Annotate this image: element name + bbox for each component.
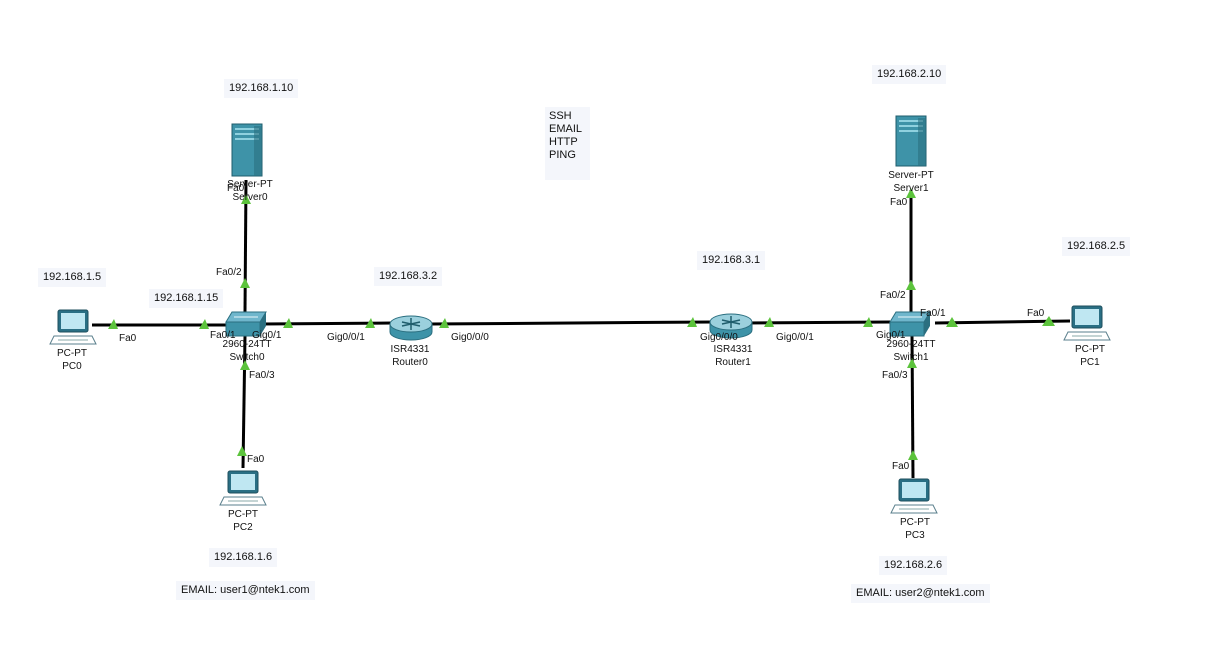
- port-label: Fa0: [892, 461, 910, 472]
- router1-name: Router1: [715, 357, 751, 368]
- link-up-indicator: [237, 446, 247, 456]
- router1-model: ISR4331: [714, 344, 753, 355]
- switch1[interactable]: [889, 311, 931, 337]
- router0[interactable]: [389, 315, 433, 341]
- pc3-ip-note: 192.168.2.6: [879, 556, 948, 575]
- link-up-indicator: [764, 317, 774, 327]
- server1-name: Server1: [893, 183, 928, 194]
- pc3[interactable]: [890, 478, 938, 514]
- port-label: Fa0: [119, 333, 137, 344]
- services-note: SSH EMAIL HTTP PING: [545, 107, 591, 180]
- switch1-name: Switch1: [893, 352, 928, 363]
- port-label: Fa0: [247, 454, 265, 465]
- port-label: Gig0/0/0: [451, 332, 489, 343]
- link-up-indicator: [108, 319, 118, 329]
- link-up-indicator: [439, 318, 449, 328]
- pc1-name: PC1: [1080, 357, 1100, 368]
- link-up-indicator: [283, 318, 293, 328]
- pc0[interactable]: [49, 309, 97, 345]
- server0-name: Server0: [232, 192, 267, 203]
- switch0-ip-note: 192.168.1.15: [149, 289, 224, 308]
- pc3-model: PC-PT: [900, 517, 930, 528]
- link-up-indicator: [946, 317, 958, 327]
- port-label: Gig0/1: [252, 330, 282, 341]
- router0-model: ISR4331: [391, 344, 430, 355]
- link-up-indicator: [908, 450, 918, 460]
- link-router0-router1[interactable]: [429, 320, 714, 326]
- pc1-ip-note: 192.168.2.5: [1062, 237, 1131, 256]
- server0-model: Server-PT: [227, 179, 273, 190]
- link-up-indicator: [199, 319, 209, 329]
- link-up-indicator: [240, 278, 250, 288]
- router1-ip-note: 192.168.3.1: [697, 251, 766, 270]
- port-label: Gig0/1: [876, 330, 906, 341]
- link-switch0-pc2[interactable]: [241, 335, 247, 469]
- switch1-model: 2960-24TT: [887, 339, 936, 350]
- pc0-name: PC0: [62, 361, 82, 372]
- router0-name: Router0: [392, 357, 428, 368]
- pc0-model: PC-PT: [57, 348, 87, 359]
- link-up-indicator: [906, 280, 916, 290]
- router0-ip-note: 192.168.3.2: [374, 267, 443, 286]
- server0-ip-note: 192.168.1.10: [224, 79, 299, 98]
- link-up-indicator: [687, 317, 697, 327]
- switch0[interactable]: [225, 311, 267, 337]
- pc3-name: PC3: [905, 530, 925, 541]
- link-switch0-router0[interactable]: [261, 321, 394, 326]
- link-up-indicator: [1042, 316, 1055, 326]
- server0[interactable]: [231, 123, 263, 177]
- link-status-indicators: [108, 188, 1055, 460]
- port-label: Fa0: [890, 197, 908, 208]
- port-label: Fa0/3: [882, 370, 908, 381]
- switch0-name: Switch0: [229, 352, 264, 363]
- link-up-indicator: [365, 318, 375, 328]
- server1[interactable]: [895, 115, 927, 167]
- port-label: Fa0/2: [880, 290, 906, 301]
- port-label: Fa0/1: [920, 308, 946, 319]
- port-label: Fa0/2: [216, 267, 242, 278]
- port-label: Gig0/0/1: [327, 332, 365, 343]
- pc2-name: PC2: [233, 522, 253, 533]
- pc2-model: PC-PT: [228, 509, 258, 520]
- pc3-email-note: EMAIL: user2@ntek1.com: [851, 584, 990, 603]
- port-label: Fa0: [1027, 308, 1045, 319]
- link-up-indicator: [863, 317, 873, 327]
- pc2-email-note: EMAIL: user1@ntek1.com: [176, 581, 315, 600]
- pc0-ip-note: 192.168.1.5: [38, 268, 107, 287]
- port-label: Fa0/3: [249, 370, 275, 381]
- link-up-indicator: [241, 194, 251, 204]
- switch0-model: 2960-24TT: [223, 339, 272, 350]
- link-up-indicator: [907, 358, 917, 368]
- port-labels: Fa0 Fa0/1 Gig0/1 Fa0/2 Fa0/3 Fa0 Fa0 Gig…: [119, 183, 1045, 472]
- server1-ip-note: 192.168.2.10: [872, 65, 947, 84]
- router1[interactable]: [709, 313, 753, 339]
- link-up-indicator: [906, 188, 916, 198]
- port-label: Gig0/0/1: [776, 332, 814, 343]
- port-label: Fa0: [227, 183, 245, 194]
- pc1[interactable]: [1063, 305, 1111, 341]
- port-label: Fa0/1: [210, 330, 236, 341]
- link-up-indicator: [240, 360, 250, 370]
- pc2[interactable]: [219, 470, 267, 506]
- pc2-ip-note: 192.168.1.6: [209, 548, 278, 567]
- pc1-model: PC-PT: [1075, 344, 1105, 355]
- port-label: Gig0/0/0: [700, 332, 738, 343]
- device-labels: PC-PT PC0 PC-PT PC1 PC-PT PC2 PC-PT PC3 …: [57, 170, 1105, 541]
- server1-model: Server-PT: [888, 170, 934, 181]
